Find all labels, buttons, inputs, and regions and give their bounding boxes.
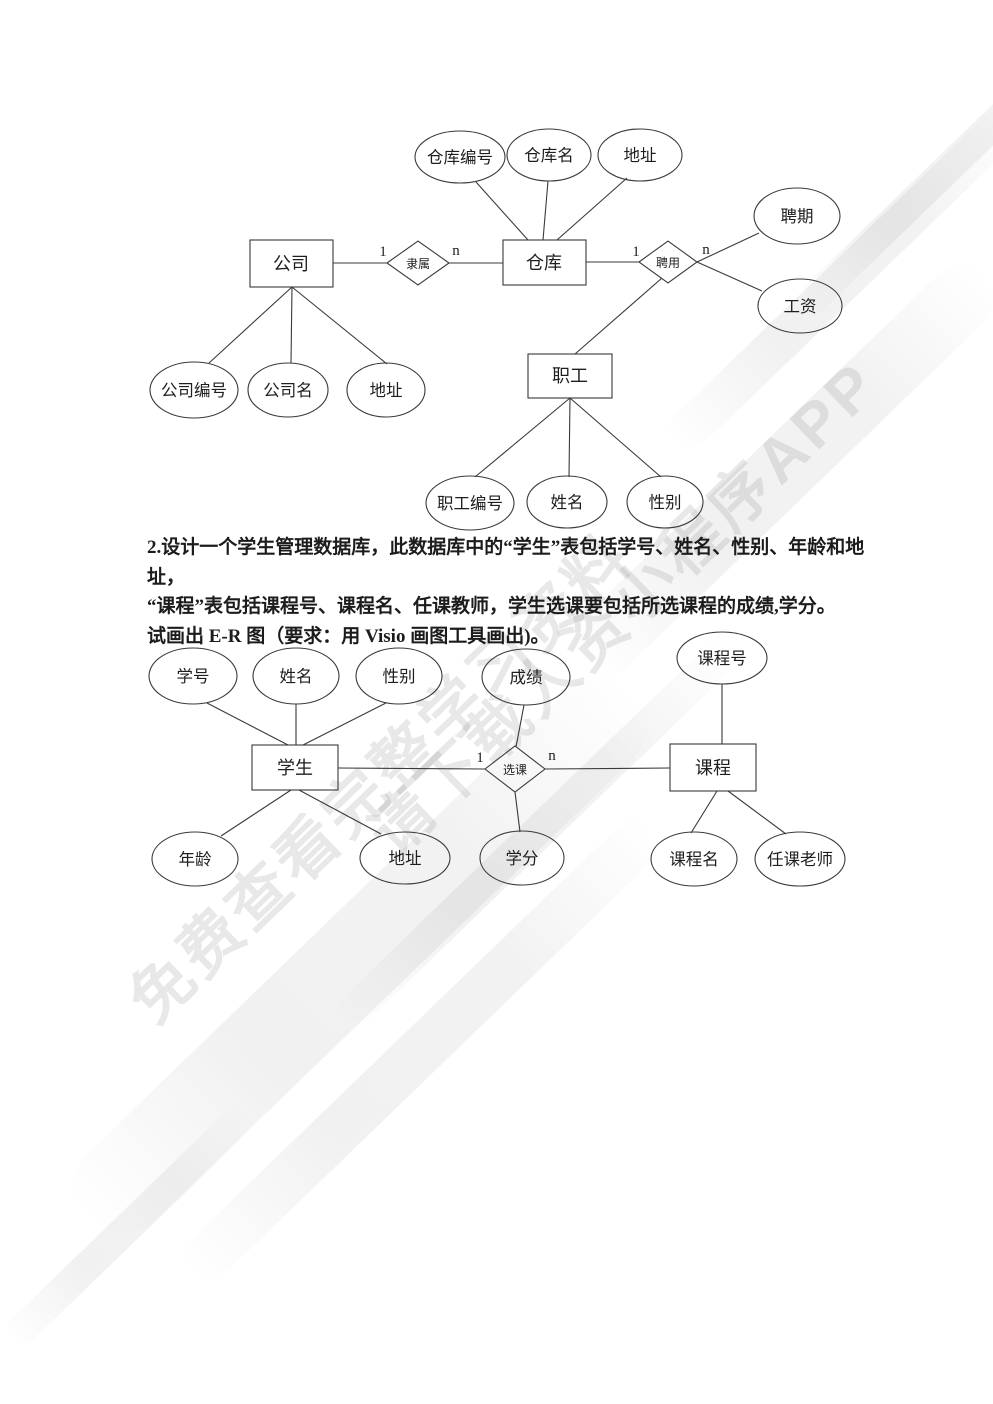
- attribute-address: 地址: [359, 831, 451, 885]
- connector-line: [514, 791, 521, 833]
- attribute-label: 学号: [177, 667, 210, 686]
- connector-line: [727, 790, 787, 835]
- attribute-employee-gender: 性别: [626, 475, 704, 529]
- attribute-label: 公司名: [263, 381, 313, 400]
- attribute-employee-id: 职工编号: [425, 475, 515, 531]
- problem-statement: 2.设计一个学生管理数据库，此数据库中的“学生”表包括学号、姓名、性别、年龄和地…: [147, 533, 877, 651]
- problem-line-3: 试画出 E-R 图（要求：用 Visio 画图工具画出)。: [147, 625, 550, 647]
- connector-line: [208, 286, 293, 364]
- connector-line: [220, 789, 292, 837]
- er-diagram-student-course: 学号 姓名 性别 成绩 课程号 年龄: [148, 631, 846, 887]
- entity-employee: 职工: [527, 353, 613, 399]
- attribute-gender: 性别: [355, 647, 443, 705]
- attribute-label: 工资: [784, 297, 817, 316]
- entity-student: 学生: [251, 744, 339, 791]
- connector-line: [544, 767, 671, 770]
- attribute-credit: 学分: [479, 830, 565, 886]
- connector-line: [568, 397, 571, 478]
- connector-line: [475, 181, 529, 241]
- attribute-label: 成绩: [510, 668, 543, 687]
- attribute-company-name: 公司名: [247, 362, 329, 418]
- attribute-course-name: 课程名: [650, 831, 738, 887]
- cardinality-one: 1: [476, 750, 484, 766]
- attribute-employee-name: 姓名: [526, 475, 608, 529]
- cardinality-n: n: [452, 243, 460, 259]
- attribute-label: 职工编号: [437, 494, 503, 513]
- attribute-label: 地址: [389, 849, 422, 868]
- attribute-label: 仓库名: [524, 146, 574, 165]
- attribute-label: 地址: [624, 146, 657, 165]
- entity-label: 课程: [695, 758, 731, 778]
- attribute-warehouse-id: 仓库编号: [414, 130, 506, 184]
- entity-label: 学生: [277, 758, 313, 778]
- attribute-label: 地址: [370, 381, 403, 400]
- attribute-warehouse-address: 地址: [597, 128, 683, 182]
- cardinality-n: n: [702, 242, 710, 258]
- attribute-label: 性别: [383, 667, 416, 686]
- entity-label: 职工: [552, 366, 588, 386]
- attribute-label: 年龄: [179, 850, 213, 869]
- entity-company: 公司: [249, 239, 334, 288]
- attribute-label: 姓名: [280, 667, 313, 686]
- attribute-label: 任课老师: [767, 850, 833, 869]
- attribute-label: 公司编号: [161, 381, 227, 400]
- attribute-hire-period: 聘期: [753, 187, 841, 245]
- connector-line: [298, 789, 382, 835]
- entity-label: 公司: [273, 254, 309, 274]
- entity-warehouse: 仓库: [502, 239, 587, 286]
- connector-line: [542, 180, 549, 241]
- attribute-label: 课程名: [669, 850, 719, 869]
- problem-line-2: “课程”表包括课程号、课程名、任课教师，学生选课要包括所选课程的成绩,学分。: [147, 596, 836, 617]
- cardinality-one: 1: [379, 244, 387, 260]
- relationship-select-course: 选课: [484, 745, 546, 793]
- attribute-company-address: 地址: [346, 362, 426, 418]
- connector-line: [569, 397, 662, 478]
- attribute-score: 成绩: [481, 648, 571, 706]
- connector-line: [337, 767, 486, 770]
- connector-line: [515, 704, 525, 748]
- relationship-employment: 聘用: [638, 240, 698, 284]
- connector-line: [556, 177, 628, 241]
- relationship-label: 选课: [503, 763, 527, 777]
- relationship-label: 聘用: [656, 256, 680, 270]
- cardinality-n: n: [548, 748, 556, 764]
- er-diagram-company-warehouse: 仓库编号 仓库名 地址 聘期 工资 公司编号: [149, 128, 843, 531]
- relationship-label: 隶属: [406, 257, 430, 271]
- connector-line: [206, 702, 289, 746]
- attribute-label: 课程号: [697, 649, 747, 668]
- relationship-subordination: 隶属: [386, 240, 450, 286]
- attribute-label: 仓库编号: [427, 148, 493, 167]
- attribute-name: 姓名: [252, 647, 340, 705]
- attribute-company-id: 公司编号: [149, 361, 239, 419]
- connector-line: [474, 397, 571, 478]
- entity-course: 课程: [669, 743, 757, 792]
- connector-line: [696, 232, 760, 263]
- connector-line: [574, 277, 663, 355]
- problem-line-1: 2.设计一个学生管理数据库，此数据库中的“学生”表包括学号、姓名、性别、年龄和地…: [147, 537, 865, 588]
- attribute-salary: 工资: [757, 278, 843, 334]
- connector-line: [302, 702, 387, 746]
- attribute-warehouse-name: 仓库名: [506, 128, 592, 182]
- attribute-course-id: 课程号: [676, 631, 768, 685]
- attribute-label: 聘期: [781, 207, 814, 226]
- attribute-age: 年龄: [151, 831, 239, 887]
- attribute-label: 性别: [649, 493, 682, 512]
- connector-line: [291, 286, 388, 365]
- attribute-label: 学分: [506, 849, 539, 868]
- cardinality-one: 1: [632, 244, 640, 260]
- connector-line: [690, 790, 718, 834]
- attribute-label: 姓名: [551, 493, 584, 512]
- connector-line: [696, 261, 763, 292]
- connector-line: [290, 286, 293, 364]
- entity-label: 仓库: [526, 253, 562, 273]
- attribute-student-id: 学号: [148, 647, 238, 705]
- attribute-teacher: 任课老师: [754, 831, 846, 887]
